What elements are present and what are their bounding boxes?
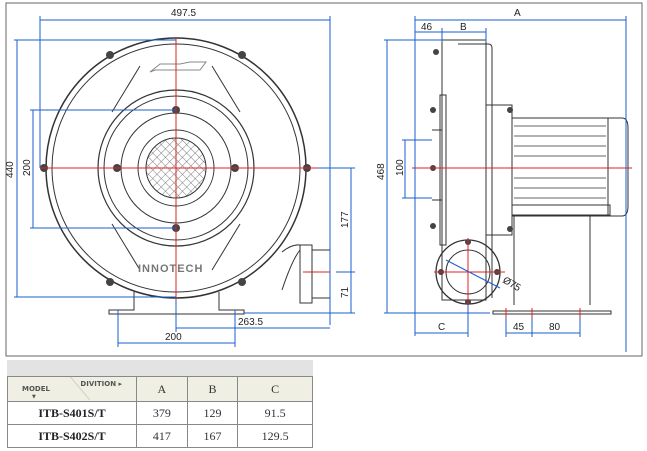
dim-A: A — [514, 8, 521, 19]
header-model: MODEL — [22, 385, 50, 393]
dim-width: 497.5 — [171, 8, 196, 19]
dim-C: C — [438, 322, 445, 333]
table-row: ITB-S401S/T 379 129 91.5 — [7, 401, 313, 425]
dim-foot-span: 200 — [165, 332, 182, 343]
dim-outlet-base: 71 — [340, 286, 351, 298]
dim-B: B — [460, 22, 467, 33]
model-cell: ITB-S402S/T — [7, 424, 137, 448]
header-A: A — [136, 376, 188, 402]
side-dimensions — [384, 16, 627, 352]
table-header-bar — [7, 360, 313, 376]
dim-height: 440 — [5, 161, 16, 178]
dimension-table: MODEL ▼ DIVITION ▸ A B C ITB-S401S/T 379… — [7, 376, 313, 448]
header-model-division: MODEL ▼ DIVITION ▸ — [7, 376, 137, 402]
dim-inlet: 100 — [395, 159, 406, 176]
dim-outlet-offset: 263.5 — [238, 317, 263, 328]
value-A: 417 — [136, 424, 188, 448]
sort-down-icon[interactable]: ▼ — [32, 394, 36, 400]
model-cell: ITB-S401S/T — [7, 401, 137, 425]
dim-foot-b: 80 — [549, 322, 561, 333]
blower-drawing: INNOTECH 497.5 440 200 177 71 263.5 200 — [5, 2, 643, 357]
value-C: 129.5 — [237, 424, 313, 448]
header-division: DIVITION ▸ — [80, 380, 122, 388]
header-B: B — [186, 376, 239, 402]
front-dimensions — [14, 16, 355, 347]
brand-logo: INNOTECH — [138, 263, 203, 275]
front-dimension-labels: 497.5 440 200 177 71 263.5 200 — [5, 8, 351, 343]
dim-bolt-span: 200 — [22, 159, 33, 176]
dim-side-height: 468 — [376, 163, 387, 180]
value-A: 379 — [136, 401, 188, 425]
dim-outlet-height: 177 — [340, 211, 351, 228]
table-header-row: MODEL ▼ DIVITION ▸ A B C — [7, 376, 313, 402]
value-C: 91.5 — [237, 401, 313, 425]
table-row: ITB-S402S/T 417 167 129.5 — [7, 424, 313, 448]
dim-foot-a: 45 — [513, 322, 525, 333]
dim-offset: 46 — [421, 22, 433, 33]
front-centerlines — [40, 38, 330, 305]
header-C: C — [237, 376, 313, 402]
value-B: 167 — [186, 424, 239, 448]
value-B: 129 — [186, 401, 239, 425]
